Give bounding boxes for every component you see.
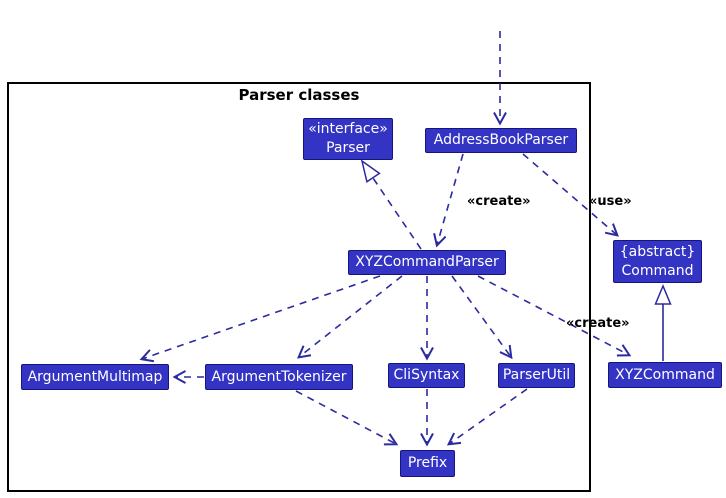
frame-title: Parser classes bbox=[238, 86, 360, 104]
class-name: AddressBookParser bbox=[433, 132, 569, 148]
class-box-prefix: Prefix bbox=[400, 450, 455, 477]
edge-label-create-top: «create» bbox=[467, 194, 531, 209]
class-name: XYZCommandParser bbox=[355, 254, 499, 270]
class-name: XYZCommand bbox=[615, 366, 715, 383]
edge-label-create-bottom: «create» bbox=[566, 316, 630, 331]
class-box-addressbookparser: AddressBookParser bbox=[425, 128, 577, 153]
class-box-xyzcommandparser: XYZCommandParser bbox=[348, 250, 506, 275]
class-name: Command bbox=[621, 262, 694, 279]
class-box-command: {abstract} Command bbox=[613, 240, 702, 283]
class-box-clisyntax: CliSyntax bbox=[388, 363, 465, 388]
class-box-xyzcommand: XYZCommand bbox=[608, 362, 722, 388]
class-stereotype: «interface» bbox=[308, 121, 388, 137]
class-name: Prefix bbox=[407, 455, 448, 471]
class-stereotype: {abstract} bbox=[619, 243, 696, 260]
class-name: ArgumentTokenizer bbox=[211, 368, 347, 385]
inheritance-triangle-command bbox=[654, 284, 672, 305]
class-name: Parser bbox=[326, 140, 370, 156]
class-name: CliSyntax bbox=[393, 367, 460, 383]
class-box-parserutil: ParserUtil bbox=[498, 363, 575, 388]
class-box-argumentmultimap: ArgumentMultimap bbox=[21, 364, 169, 390]
class-name: ParserUtil bbox=[502, 367, 571, 383]
class-name: ArgumentMultimap bbox=[27, 368, 163, 385]
class-box-parser-interface: «interface» Parser bbox=[303, 118, 393, 160]
class-box-argumenttokenizer: ArgumentTokenizer bbox=[205, 364, 353, 390]
edge-label-use: «use» bbox=[589, 194, 632, 209]
